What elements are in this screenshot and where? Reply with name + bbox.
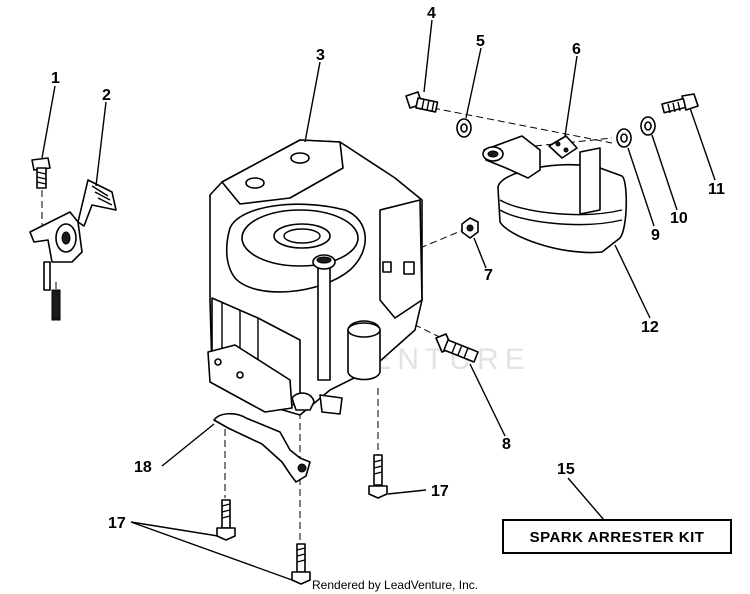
- callout-18: 18: [134, 459, 152, 476]
- callout-8: 8: [502, 436, 511, 453]
- part-17-bolt-a: [368, 454, 388, 499]
- part-9-washer: [616, 128, 632, 148]
- callout-5: 5: [476, 33, 485, 50]
- spark-arrester-kit-label: SPARK ARRESTER KIT: [502, 519, 732, 554]
- callout-7: 7: [484, 267, 493, 284]
- callout-10: 10: [670, 210, 688, 227]
- part-18-bracket: [213, 412, 311, 483]
- callout-12: 12: [641, 319, 659, 336]
- part-7-nut: [461, 217, 479, 239]
- callout-15: 15: [557, 461, 575, 478]
- callout-2: 2: [102, 87, 111, 104]
- part-17-bolt-b: [216, 499, 236, 541]
- callout-17-left: 17: [108, 515, 126, 532]
- part-12-muffler: [482, 135, 628, 254]
- part-5-washer: [456, 118, 472, 138]
- part-8-bolt: [435, 333, 479, 363]
- part-1-bolt: [31, 157, 51, 189]
- callouts: 1 2 3 4 5 6 7 8 9 10 11 12 15 17 17 18: [51, 5, 725, 532]
- part-17-bolt-c: [291, 543, 311, 585]
- part-10-washer: [640, 116, 656, 136]
- kit-label-text: SPARK ARRESTER KIT: [530, 529, 705, 546]
- callout-1: 1: [51, 70, 60, 87]
- callout-9: 9: [651, 227, 660, 244]
- callout-11: 11: [708, 181, 725, 198]
- part-3-engine: [207, 139, 423, 416]
- callout-6: 6: [572, 41, 581, 58]
- part-11-bolt: [661, 93, 699, 114]
- leader-lines: [41, 19, 716, 581]
- part-4-bolt: [405, 91, 439, 113]
- callout-17-right: 17: [431, 483, 449, 500]
- part-6-gasket: [548, 135, 578, 159]
- credit-text: Rendered by LeadVenture, Inc.: [312, 578, 478, 592]
- callout-4: 4: [427, 5, 436, 22]
- callout-3: 3: [316, 47, 325, 64]
- part-2-throttle-bracket: [29, 179, 117, 321]
